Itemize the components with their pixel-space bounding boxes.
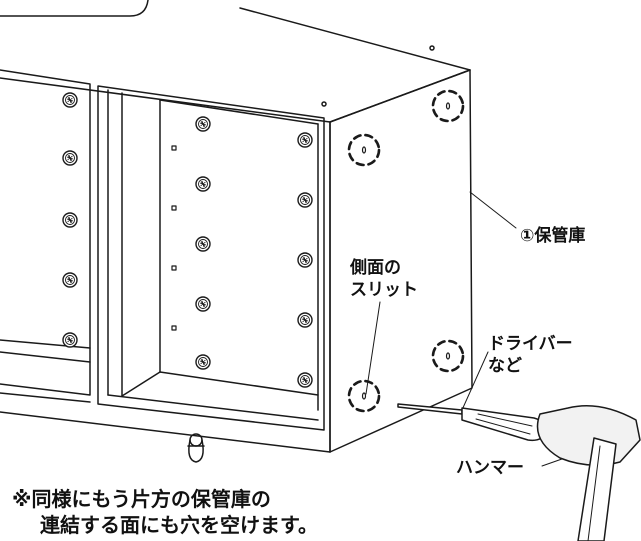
left-compartment-inner [0,339,91,349]
leader-storage [469,191,517,229]
screwdriver-tool [397,403,547,442]
screw-back-l2 [195,176,211,192]
right-compartment-floor [159,371,319,396]
screw-left-3 [62,212,78,228]
screwdriver-label-line1: ドライバー [488,334,573,354]
cabinet-top-edge [239,7,471,71]
side-slit-circles [347,89,465,413]
right-compartment-floor-diag [121,371,161,397]
top-hole [321,101,327,107]
note-line1: ※同様にもう片方の保管庫の [12,487,271,511]
top-hole [429,45,435,51]
screw-left-2 [62,150,78,166]
storage-label: ①保管庫 [520,226,586,246]
cabinet-handle [187,433,205,463]
screwdriver-label-line2: など [488,356,522,376]
hammer-tool [536,405,641,541]
screw-back-r2 [297,192,313,208]
cabinet-top-edge-left [0,77,331,123]
screw-back-l4 [195,296,211,312]
back-panel-holes [171,145,177,331]
cabinet-bottom-edge [0,411,331,453]
screw-back-l1 [195,116,211,132]
screw-back-l5 [195,354,211,370]
side-slit-label-line1: 側面の [350,258,401,278]
left-compartment-shelf [0,351,91,363]
leader-slit [365,301,381,395]
right-compartment-back-top [159,99,319,125]
screw-back-l3 [195,236,211,252]
screw-back-r5 [297,372,313,388]
side-slit-label-line2: スリット [350,280,418,300]
screw-back-r3 [297,252,313,268]
leader-screwdriver [461,351,489,411]
left-compartment-frame [0,69,91,396]
callout-box-edge [0,0,149,17]
screw-back-r4 [297,312,313,328]
screw-back-r1 [297,132,313,148]
slit-marks [361,102,451,400]
screw-left-1 [62,92,78,108]
screw-left-5 [62,332,78,348]
screw-left-4 [62,272,78,288]
right-compartment-floor-front [107,394,319,421]
hammer-label: ハンマー [456,458,524,478]
note-line2: 連結する面にも穴を空けます。 [40,513,318,537]
right-compartment-frame [97,85,325,431]
left-compartment-base [0,392,91,403]
